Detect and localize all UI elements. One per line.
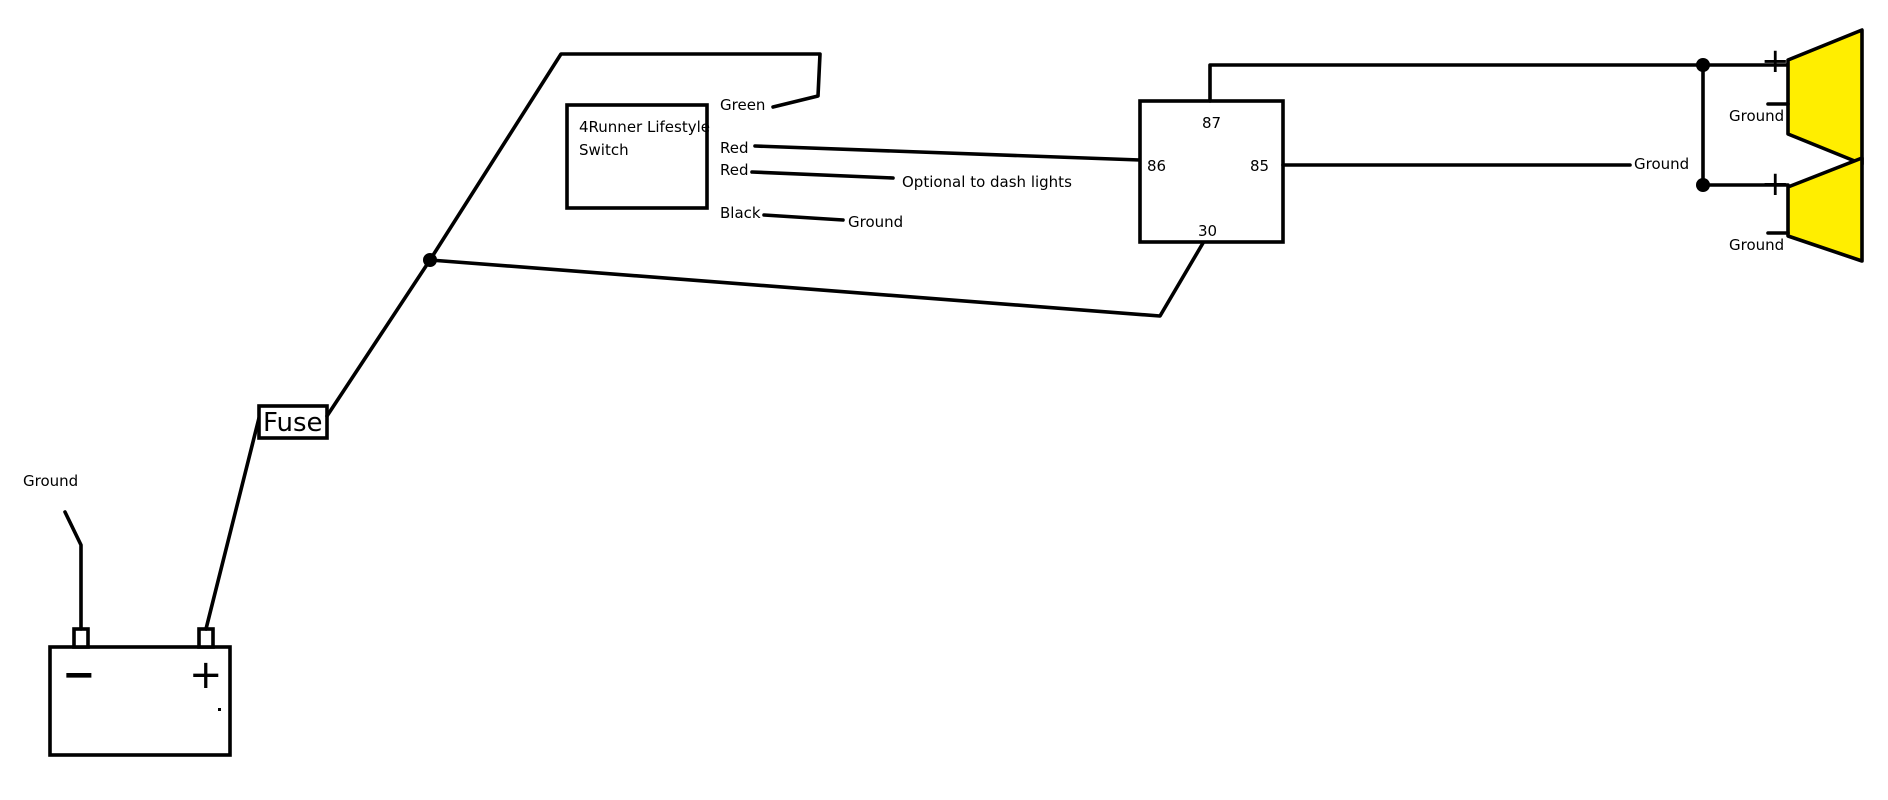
red1-to-relay-86-wire	[753, 144, 1142, 162]
switch-title-line2: Switch	[579, 141, 629, 159]
horn-1: + Ground	[1729, 28, 1864, 166]
relay-pin-87-label: 87	[1202, 114, 1221, 132]
battery-ground-connection: Ground	[23, 472, 83, 631]
lifestyle-switch: 4Runner Lifestyle Switch Green Red Red B…	[565, 96, 1142, 231]
battery-negative-symbol: −	[62, 652, 96, 698]
battery-dot	[218, 708, 221, 711]
black-ground-wire	[762, 213, 845, 222]
fuse-feed: Fuse	[204, 52, 1205, 631]
horn-2-ground-label: Ground	[1729, 236, 1784, 254]
relay-85-ground-label: Ground	[1634, 155, 1689, 173]
optional-dash-lights-label: Optional to dash lights	[902, 173, 1072, 191]
battery-body	[48, 645, 232, 757]
battery-positive-symbol: +	[189, 652, 223, 698]
horn-1-cone	[1786, 28, 1864, 166]
black-ground-label: Ground	[848, 213, 903, 231]
relay-box	[1138, 99, 1285, 244]
switch-wire-black-label: Black	[720, 204, 761, 222]
horn-2-cone	[1786, 156, 1864, 263]
fuse-label: Fuse	[263, 408, 323, 438]
battery-negative-terminal	[72, 627, 90, 649]
relay-pin-85-label: 85	[1250, 157, 1269, 175]
relay: 87 86 85 30 Ground	[1138, 63, 1705, 244]
battery-ground-label: Ground	[23, 472, 78, 490]
battery-positive-terminal	[197, 627, 215, 649]
horn-bus	[1696, 58, 1790, 192]
horn-2-positive-symbol: +	[1761, 164, 1790, 204]
switch-wire-green-label: Green	[720, 96, 765, 114]
switch-box	[565, 103, 709, 210]
junction-to-relay-30-wire	[428, 241, 1205, 318]
switch-wire-red1-label: Red	[720, 139, 749, 157]
battery: − +	[48, 627, 232, 757]
fuse-box	[257, 404, 329, 440]
red2-optional-wire	[750, 170, 895, 180]
fuse-to-junction-wire	[325, 258, 432, 418]
battery-to-fuse-wire	[204, 416, 261, 631]
junction-to-green-wire	[428, 52, 822, 262]
horn-2: + Ground	[1729, 156, 1864, 263]
horn-1-ground-label: Ground	[1729, 107, 1784, 125]
battery-ground-wire	[63, 510, 83, 631]
relay-pin-30-label: 30	[1198, 222, 1217, 240]
switch-wire-red2-label: Red	[720, 161, 749, 179]
relay-87-to-horns-wire	[1208, 63, 1705, 103]
relay-pin-86-label: 86	[1147, 157, 1166, 175]
switch-title-line1: 4Runner Lifestyle	[579, 118, 710, 136]
horn-1-positive-symbol: +	[1761, 41, 1790, 81]
